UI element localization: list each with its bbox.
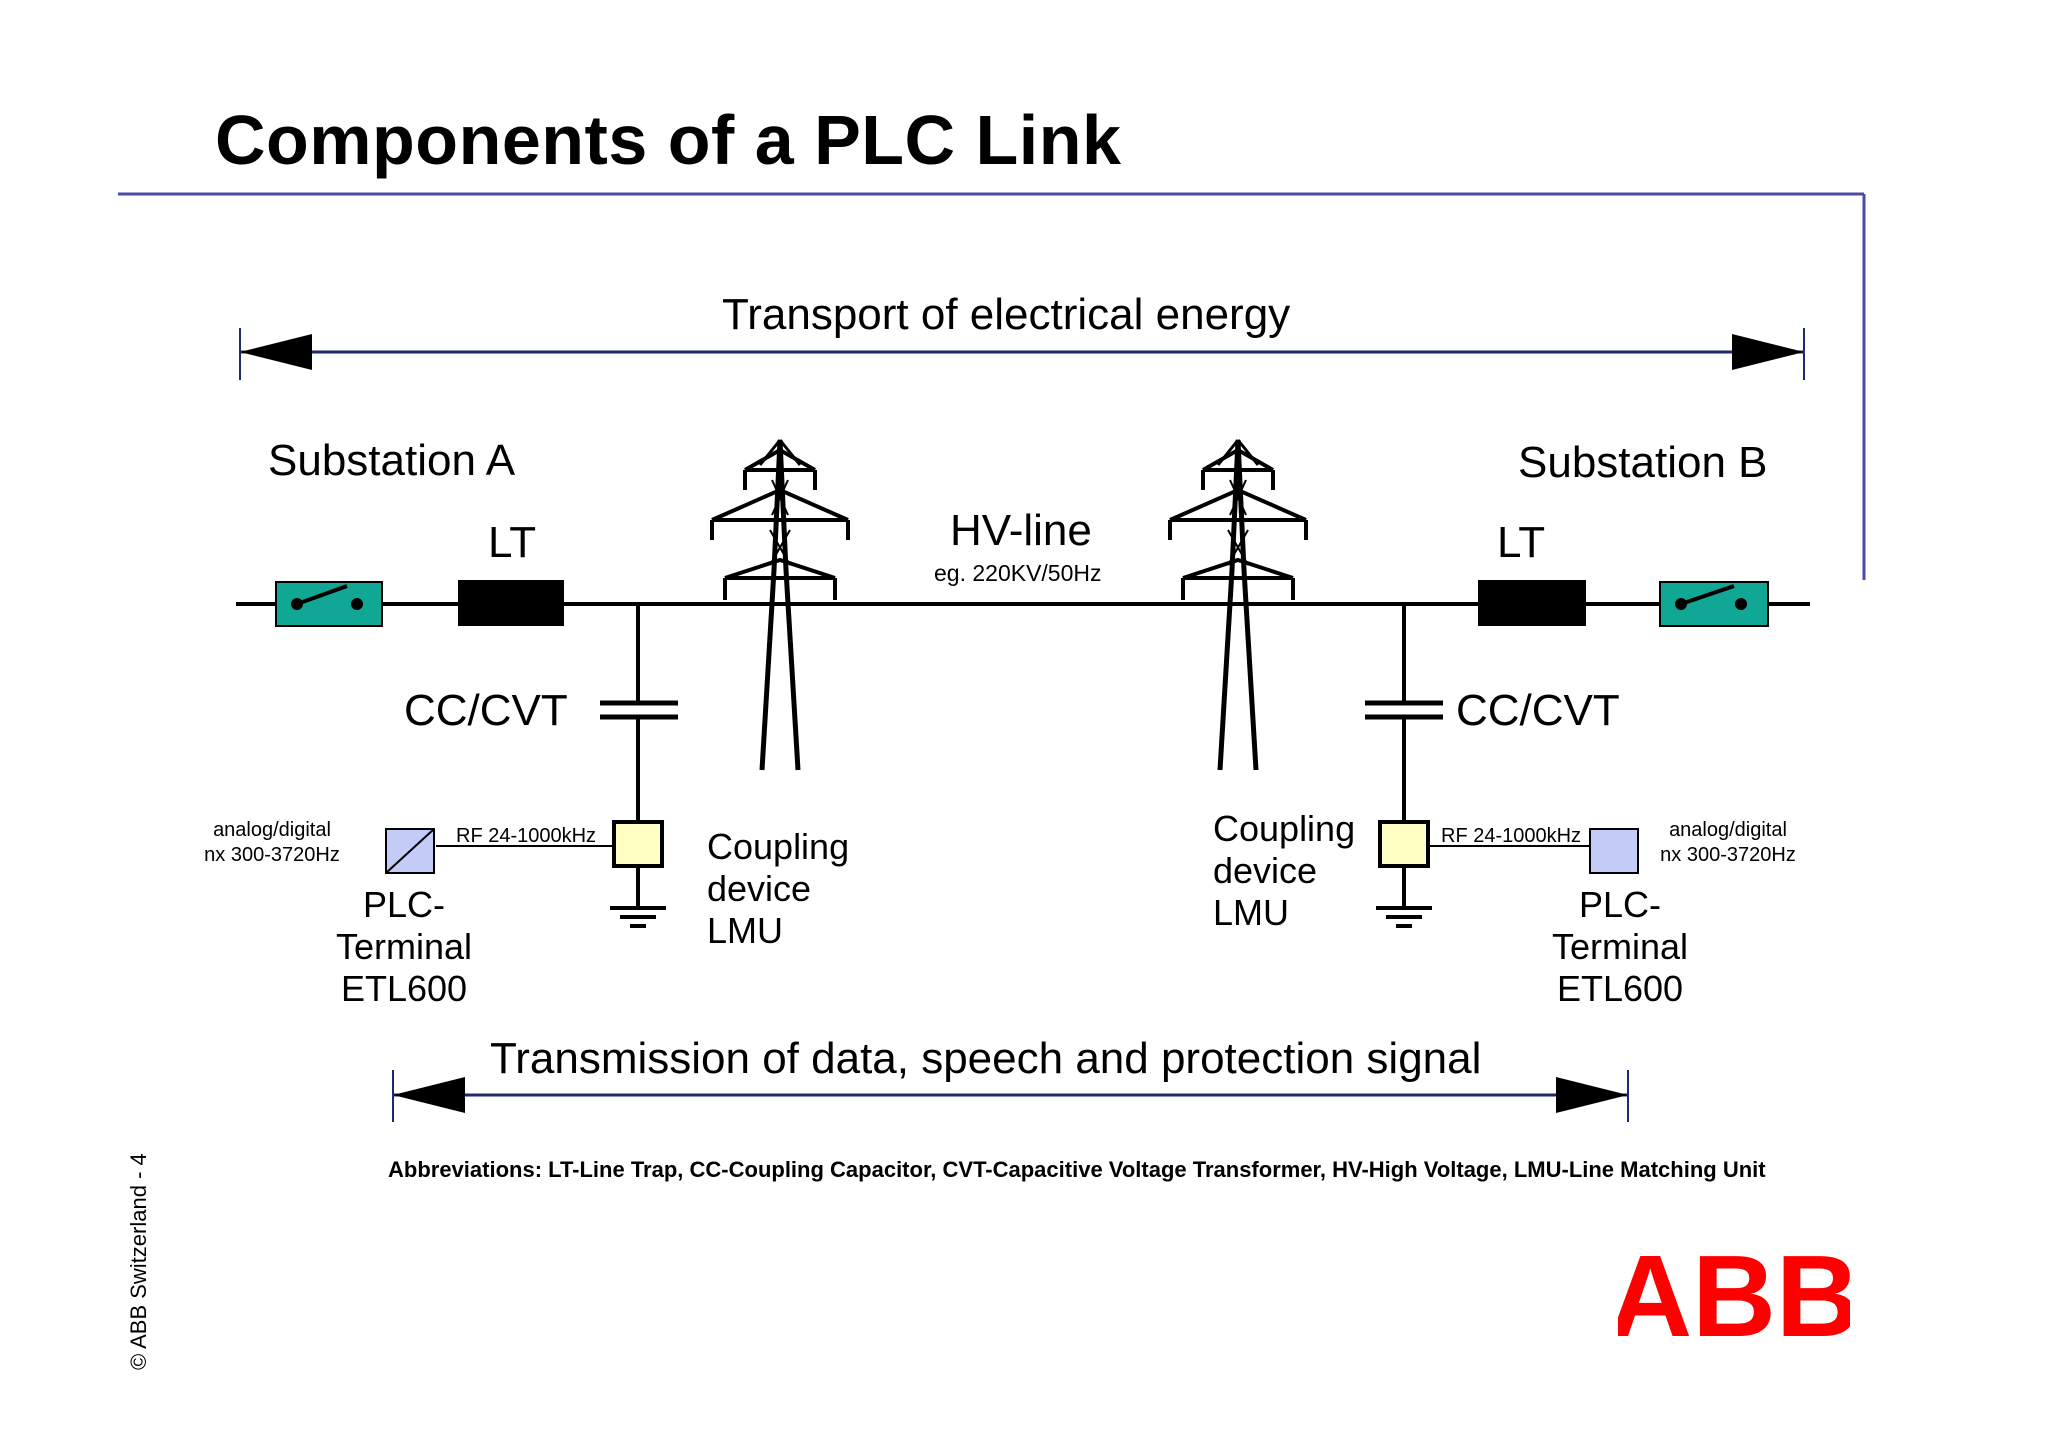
plc-terminal-b xyxy=(1589,828,1639,874)
switch-substation-a xyxy=(275,581,383,627)
slide-title: Components of a PLC Link xyxy=(215,101,1122,179)
line-trap-b-label: LT xyxy=(1497,518,1546,567)
coupling-device-a-label: Coupling device LMU xyxy=(707,826,849,952)
coupling-device-b-line2: device xyxy=(1213,850,1318,891)
line-trap-a xyxy=(458,580,564,626)
energy-transport-arrow xyxy=(239,328,1805,380)
coupling-device-a-line2: device xyxy=(707,868,812,909)
coupling-device-a-line1: Coupling xyxy=(707,826,850,867)
substation-a-label: Substation A xyxy=(268,436,516,485)
plc-terminal-a-line2: Terminal xyxy=(335,926,473,967)
abb-logo-text: ABB xyxy=(1618,1238,1850,1350)
coupling-device-b xyxy=(1378,820,1430,868)
line-trap-b xyxy=(1478,580,1586,626)
coupling-device-b-line3: LMU xyxy=(1213,892,1290,933)
plc-terminal-a-line3: ETL600 xyxy=(340,968,468,1009)
terminal-b-input-label: analog/digital nx 300-3720Hz xyxy=(1658,818,1798,868)
plc-terminal-a-line1: PLC- xyxy=(362,884,446,925)
terminal-b-input-line2: nx 300-3720Hz xyxy=(1660,844,1796,866)
rf-band-b-label: RF 24-1000kHz xyxy=(1441,825,1582,847)
signal-transmission-label: Transmission of data, speech and protect… xyxy=(490,1034,1482,1083)
plc-terminal-b-line2: Terminal xyxy=(1551,926,1689,967)
terminal-a-input-label: analog/digital nx 300-3720Hz xyxy=(202,818,342,868)
coupling-device-a-line3: LMU xyxy=(707,910,784,951)
hv-line-voltage: eg. 220KV/50Hz xyxy=(934,560,1102,586)
terminal-b-input-line1: analog/digital xyxy=(1669,819,1787,841)
signal-transmission-arrow xyxy=(392,1070,1629,1122)
abbreviations-note: Abbreviations: LT-Line Trap, CC-Coupling… xyxy=(388,1157,1766,1182)
coupling-branch-a xyxy=(385,604,678,928)
terminal-a-input-line2: nx 300-3720Hz xyxy=(204,844,340,866)
plc-terminal-a-label: PLC- Terminal ETL600 xyxy=(324,884,484,1010)
terminal-a-input-line1: analog/digital xyxy=(213,819,331,841)
energy-transport-label: Transport of electrical energy xyxy=(722,290,1291,339)
coupling-device-a xyxy=(612,820,664,868)
substation-b-label: Substation B xyxy=(1518,438,1768,487)
accent-rule xyxy=(118,192,1866,580)
line-trap-a-label: LT xyxy=(488,518,537,567)
cc-cvt-b-label: CC/CVT xyxy=(1456,686,1620,735)
coupling-branch-b xyxy=(1365,604,1639,928)
plc-terminal-b-label: PLC- Terminal ETL600 xyxy=(1540,884,1700,1010)
copyright-footer: © ABB Switzerland - 4 xyxy=(126,1153,151,1370)
rf-band-a-label: RF 24-1000kHz xyxy=(456,825,597,847)
cc-cvt-a-label: CC/CVT xyxy=(404,686,568,735)
plc-terminal-b-line3: ETL600 xyxy=(1556,968,1684,1009)
hv-line-label: HV-line xyxy=(950,506,1092,555)
switch-substation-b xyxy=(1659,581,1769,627)
abb-logo: ABB xyxy=(1618,1238,1850,1350)
coupling-device-b-line1: Coupling xyxy=(1213,808,1356,849)
plc-terminal-b-line1: PLC- xyxy=(1578,884,1662,925)
coupling-device-b-label: Coupling device LMU xyxy=(1213,808,1355,934)
